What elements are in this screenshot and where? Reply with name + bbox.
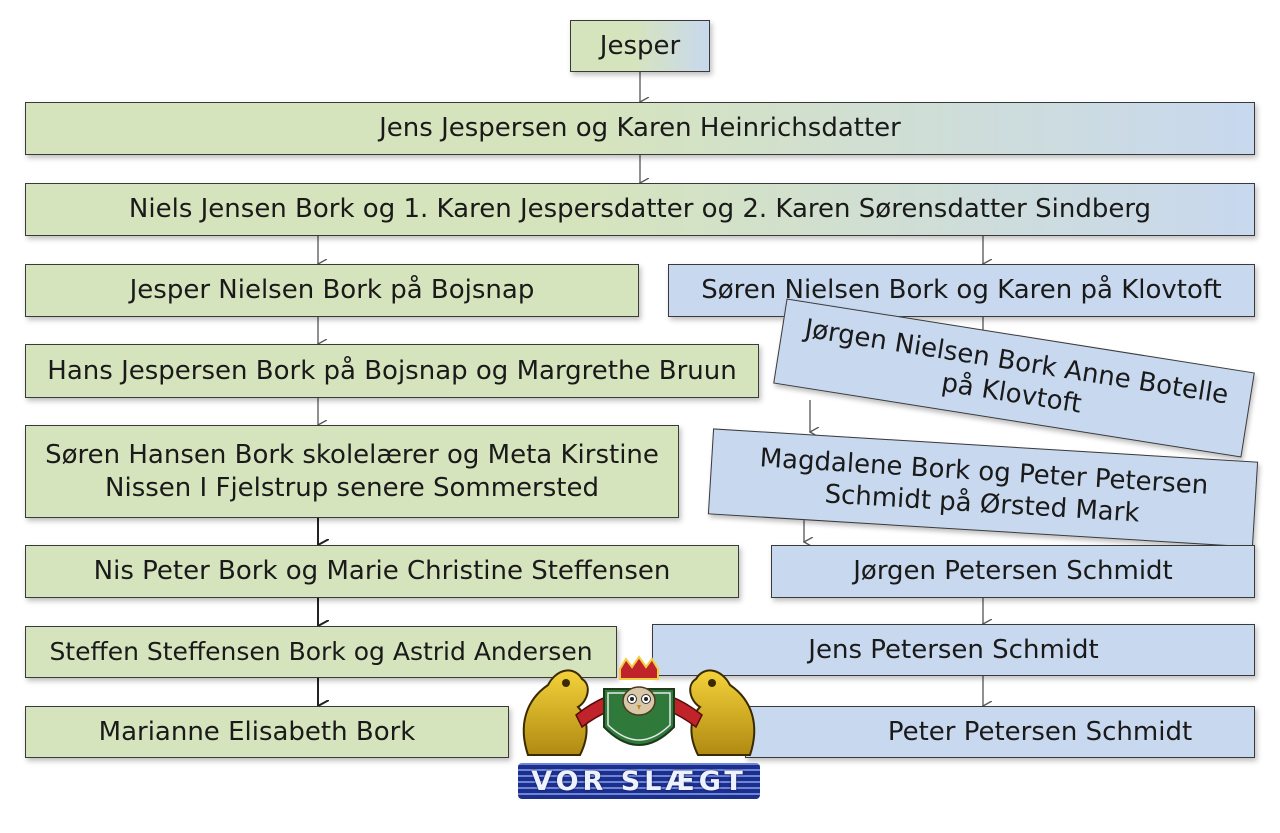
node-jesper-nielsen-bork: Jesper Nielsen Bork på Bojsnap: [25, 264, 639, 317]
node-jesper: Jesper: [570, 20, 710, 72]
node-soren-hansen-bork: Søren Hansen Bork skolelærer og Meta Kir…: [25, 425, 679, 518]
node-jorgen-petersen-schmidt: Jørgen Petersen Schmidt: [771, 545, 1255, 598]
node-soren-nielsen-bork: Søren Nielsen Bork og Karen på Klovtoft: [668, 264, 1255, 317]
node-niels-jensen-bork: Niels Jensen Bork og 1. Karen Jespersdat…: [25, 183, 1255, 236]
node-marianne-elisabeth-bork: Marianne Elisabeth Bork: [25, 706, 509, 758]
vor-slaegt-logo: VOR SLÆGT: [508, 655, 770, 805]
logo-motto: VOR SLÆGT: [518, 763, 760, 799]
node-jens-petersen-schmidt: Jens Petersen Schmidt: [652, 624, 1255, 676]
node-steffen-steffensen-bork: Steffen Steffensen Bork og Astrid Anders…: [25, 626, 617, 678]
coat-of-arms-icon: [522, 655, 756, 756]
node-hans-jespersen-bork: Hans Jespersen Bork på Bojsnap og Margre…: [25, 344, 759, 398]
node-jens-jespersen: Jens Jespersen og Karen Heinrichsdatter: [25, 102, 1255, 155]
node-nis-peter-bork: Nis Peter Bork og Marie Christine Steffe…: [25, 545, 739, 598]
node-peter-petersen-schmidt: Peter Petersen Schmidt: [745, 706, 1255, 758]
